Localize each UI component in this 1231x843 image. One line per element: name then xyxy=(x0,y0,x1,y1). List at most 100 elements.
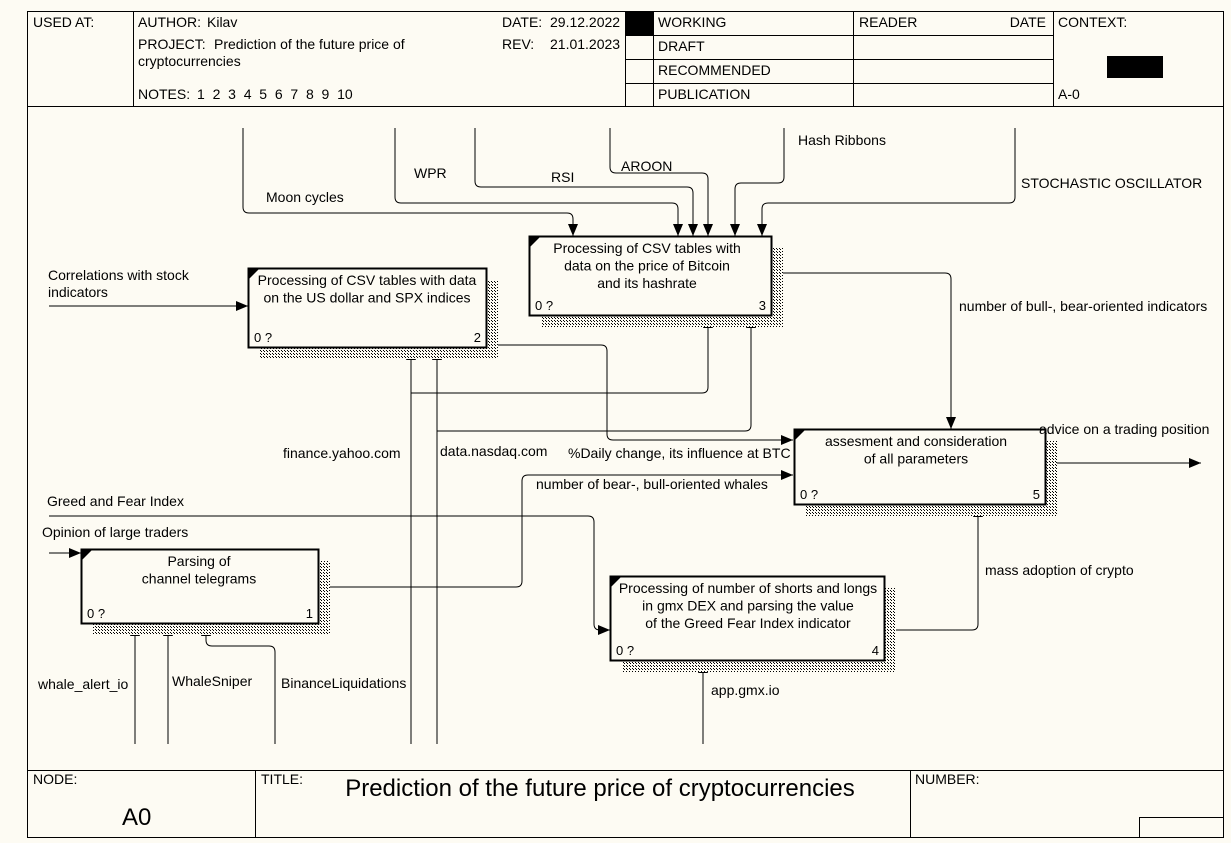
box-label-line: Processing of CSV tables with xyxy=(553,240,741,256)
number-label: NUMBER: xyxy=(915,771,980,787)
context-thumbnail xyxy=(1107,56,1163,78)
rev-label: REV: xyxy=(502,36,534,52)
box-cost: 0 ? xyxy=(87,606,105,621)
node-value: A0 xyxy=(122,804,151,831)
author-label: AUTHOR: xyxy=(138,14,201,30)
arrow-nasdaq-branch[interactable] xyxy=(437,316,756,432)
label-bear-bull-whales: number of bear-, bull-oriented whales xyxy=(536,476,768,492)
notes-label: NOTES: xyxy=(138,86,190,102)
box-label-line: assesment and consideration xyxy=(825,433,1007,449)
box-label-line: channel telegrams xyxy=(142,571,256,587)
box-number: 2 xyxy=(474,330,481,345)
box-corner-mark xyxy=(82,550,92,560)
box-corner-mark xyxy=(530,237,540,247)
label-whale-alert: whale_alert_io xyxy=(37,676,128,692)
label-stochastic: STOCHASTIC OSCILLATOR xyxy=(1021,175,1202,191)
box-border xyxy=(793,428,1047,506)
arrow-stochastic[interactable] xyxy=(757,128,1016,236)
arrow-bull-bear-indicators[interactable] xyxy=(771,272,956,429)
box-label-line: and its hashrate xyxy=(597,275,697,291)
box-border xyxy=(80,548,320,625)
arrow-rsi[interactable] xyxy=(474,128,698,236)
node-label: NODE: xyxy=(33,771,77,787)
status-working: WORKING xyxy=(658,14,726,30)
arrow-greed-fear[interactable] xyxy=(49,515,610,635)
box-border xyxy=(609,575,886,662)
reader-label: READER xyxy=(859,14,917,30)
page-title: Prediction of the future price of crypto… xyxy=(345,775,855,802)
arrow-moon-cycles[interactable] xyxy=(242,128,578,236)
activity-boxes: Parsing of channel telegrams 0 ? 1 Processin… xyxy=(80,235,1058,673)
label-binance-liquidations: BinanceLiquidations xyxy=(281,675,406,691)
label-advice: advice on a trading position xyxy=(1039,421,1209,437)
box-cost: 0 ? xyxy=(800,487,818,502)
arrow-labels: Moon cycles WPR RSI AROON Hash Ribbons S… xyxy=(37,132,1209,698)
activity-box-1[interactable]: Parsing of channel telegrams 0 ? 1 xyxy=(80,548,331,636)
author-value: Kilav xyxy=(207,14,237,30)
reader-date-label: DATE xyxy=(1010,14,1046,30)
activity-box-3[interactable]: Processing of CSV tables with data on the… xyxy=(528,235,784,328)
arrow-daily-change[interactable] xyxy=(486,344,793,445)
box-label-line: of all parameters xyxy=(864,451,968,467)
used-at-label: USED AT: xyxy=(33,14,94,30)
activity-box-5[interactable]: assesment and consideration of all parame… xyxy=(793,428,1058,517)
arrow-mass-adoption[interactable] xyxy=(884,505,983,631)
label-hash-ribbons: Hash Ribbons xyxy=(798,132,886,148)
project-value-line1: Prediction of the future price of xyxy=(214,36,405,52)
label-correlations-line2: indicators xyxy=(48,284,108,300)
label-correlations-line1: Correlations with stock xyxy=(48,267,190,283)
label-daily-change: %Daily change, its influence at BTC xyxy=(568,445,791,461)
label-opinion: Opinion of large traders xyxy=(42,524,188,540)
context-label: CONTEXT: xyxy=(1058,14,1127,30)
arrow-finance-yahoo-branch[interactable] xyxy=(411,316,713,394)
arrow-hash-ribbons[interactable] xyxy=(730,128,785,236)
rev-value: 21.01.2023 xyxy=(550,36,620,52)
arrow-bear-bull-whales[interactable] xyxy=(318,470,793,588)
footer-frame xyxy=(27,770,1224,838)
box-label-line: data on the price of Bitcoin xyxy=(564,258,730,274)
box-label-line: on the US dollar and SPX indices xyxy=(263,290,470,306)
box-number: 1 xyxy=(306,606,313,621)
header-frame xyxy=(27,11,1224,107)
label-greed-fear: Greed and Fear Index xyxy=(47,493,184,509)
title-label: TITLE: xyxy=(261,771,303,787)
box-label-line: in gmx DEX and parsing the value xyxy=(642,598,854,614)
label-gmx: app.gmx.io xyxy=(711,682,780,698)
box-number: 5 xyxy=(1033,487,1040,502)
box-border xyxy=(528,235,773,317)
box-cost: 0 ? xyxy=(535,298,553,313)
box-corner-mark xyxy=(249,269,259,279)
label-bull-bear-indicators: number of bull-, bear-oriented indicator… xyxy=(959,298,1207,314)
box-label-line: Processing of number of shorts and longs xyxy=(619,580,877,596)
box-cost: 0 ? xyxy=(616,643,634,658)
arrow-aroon[interactable] xyxy=(609,128,713,236)
date-label: DATE: xyxy=(502,14,542,30)
box-border xyxy=(247,267,488,349)
activity-box-4[interactable]: Processing of number of shorts and longs… xyxy=(609,575,897,673)
box-number: 3 xyxy=(759,298,766,313)
label-finance-yahoo: finance.yahoo.com xyxy=(283,445,401,461)
label-mass-adoption: mass adoption of crypto xyxy=(985,562,1134,578)
label-aroon: AROON xyxy=(621,158,672,174)
arrow-wpr[interactable] xyxy=(394,128,683,236)
notes-value: 1 2 3 4 5 6 7 8 9 10 xyxy=(197,86,353,102)
project-value-line2: cryptocurrencies xyxy=(138,53,241,69)
activity-box-2[interactable]: Processing of CSV tables with data on the… xyxy=(247,267,499,360)
label-moon-cycles: Moon cycles xyxy=(266,189,344,205)
working-status-marker xyxy=(626,12,653,35)
status-publication: PUBLICATION xyxy=(658,86,750,102)
box-label-line: Parsing of xyxy=(167,553,230,569)
arrows xyxy=(49,128,1201,744)
project-label: PROJECT: xyxy=(138,36,206,52)
label-nasdaq: data.nasdaq.com xyxy=(440,443,547,459)
date-value: 29.12.2022 xyxy=(550,14,620,30)
box-label-line: Processing of CSV tables with data xyxy=(258,272,477,288)
context-node: A-0 xyxy=(1058,86,1080,102)
box-cost: 0 ? xyxy=(254,330,272,345)
arrow-binance-liquidations[interactable] xyxy=(201,624,276,744)
status-recommended: RECOMMENDED xyxy=(658,62,771,78)
box-number: 4 xyxy=(872,643,879,658)
box-corner-mark xyxy=(611,577,621,587)
label-rsi: RSI xyxy=(551,169,574,185)
